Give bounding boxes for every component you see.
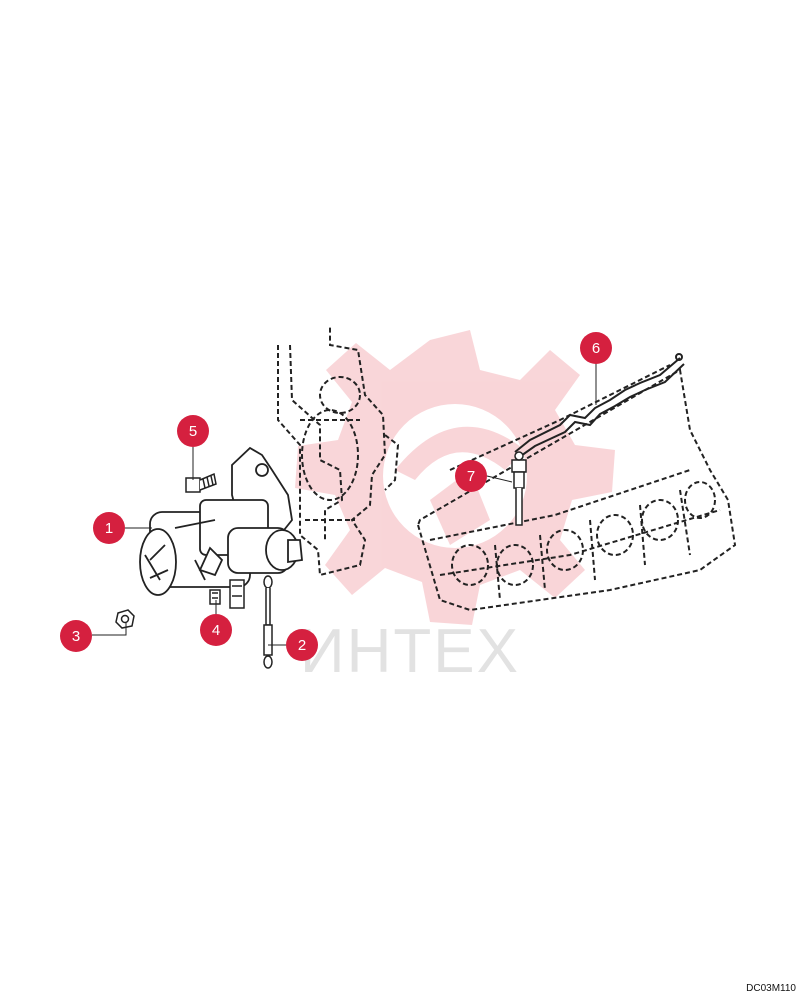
wire-connector: [209, 579, 245, 609]
nut: [115, 609, 135, 629]
callout-3-badge: [60, 620, 92, 652]
callout-1-badge: [93, 512, 125, 544]
watermark-gear-logo: [295, 330, 615, 625]
callout-3-label: 3: [72, 628, 80, 645]
engine-rear-housing: [277, 325, 400, 577]
callout-6-label: 6: [592, 340, 600, 357]
glow-plug: [511, 451, 527, 526]
drawing-code: DC03M110: [746, 983, 796, 994]
callout-7-label: 7: [467, 468, 475, 485]
callout-7: 7: [455, 460, 487, 492]
starter-cable: [263, 575, 273, 669]
callout-4-badge: [200, 614, 232, 646]
watermark-text: ИНТЕХ: [300, 617, 520, 686]
callout-2: 2: [286, 629, 318, 661]
callout-3: 3: [60, 620, 92, 652]
starter-motor: [139, 446, 303, 596]
callout-4: 4: [200, 614, 232, 646]
leader-lines: [92, 363, 597, 646]
callout-6: 6: [580, 332, 612, 364]
callout-2-label: 2: [298, 637, 306, 654]
leader-line-3: [92, 622, 127, 636]
callout-5: 5: [177, 415, 209, 447]
leader-line-7: [486, 475, 513, 483]
callout-1-label: 1: [105, 520, 113, 537]
callout-4-label: 4: [212, 622, 220, 639]
callout-6-badge: [580, 332, 612, 364]
engine-cylinder-block: [416, 364, 737, 612]
callout-5-badge: [177, 415, 209, 447]
glow-plug-connector-plate: [514, 353, 685, 459]
bolt: [185, 472, 217, 493]
callout-2-badge: [286, 629, 318, 661]
callout-5-label: 5: [189, 423, 197, 440]
callout-7-badge: [455, 460, 487, 492]
callout-1: 1: [93, 512, 125, 544]
